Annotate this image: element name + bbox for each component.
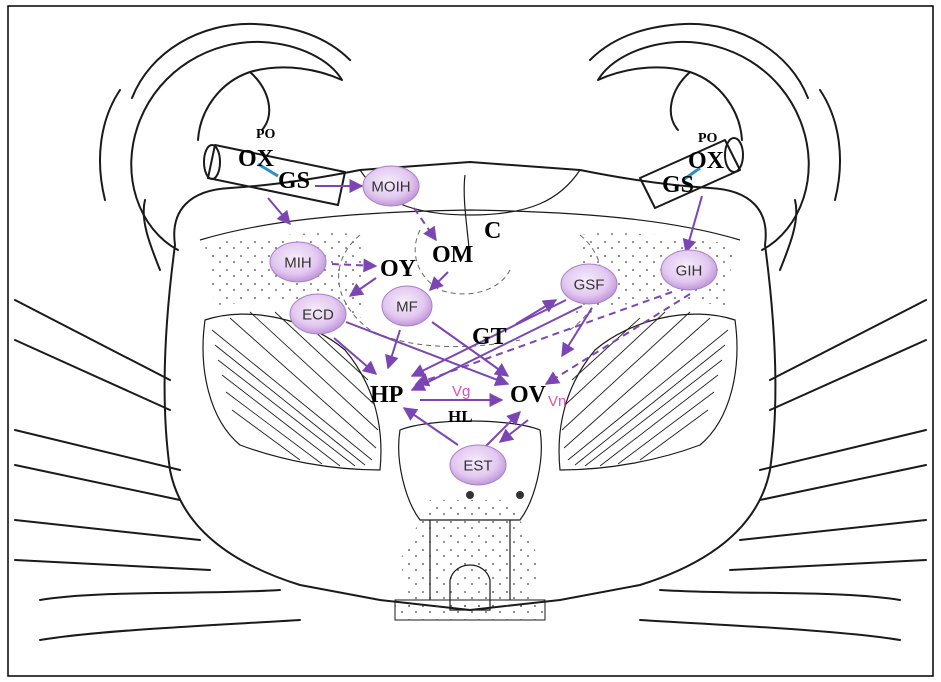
node-mih: MIH xyxy=(270,242,326,282)
node-mih-label: MIH xyxy=(284,255,312,272)
node-ecd-label: ECD xyxy=(302,307,334,324)
label-gs-left: GS xyxy=(278,168,310,194)
node-est: EST xyxy=(450,445,506,485)
node-gsf: GSF xyxy=(561,264,617,304)
label-vg: Vg xyxy=(452,383,470,400)
node-gih-label: GIH xyxy=(676,263,703,280)
node-moih: MOIH xyxy=(363,166,419,206)
label-ox-right: OX xyxy=(688,148,725,174)
node-ecd: ECD xyxy=(290,294,346,334)
node-mf: MF xyxy=(382,286,432,326)
label-oy: OY xyxy=(380,256,416,282)
label-ox-left: OX xyxy=(238,146,275,172)
node-est-label: EST xyxy=(463,458,492,475)
node-gih: GIH xyxy=(661,250,717,290)
node-gsf-label: GSF xyxy=(574,277,605,294)
node-mf-label: MF xyxy=(396,299,418,316)
label-gs-right: GS xyxy=(662,172,694,198)
label-po-left: PO xyxy=(256,127,276,142)
label-po-right: PO xyxy=(698,131,718,146)
label-ov: OV xyxy=(510,382,547,408)
label-om: OM xyxy=(432,242,473,268)
label-c: C xyxy=(484,218,501,244)
node-moih-label: MOIH xyxy=(371,179,410,196)
label-hl: HL xyxy=(448,407,473,426)
label-hp: HP xyxy=(370,382,403,408)
label-gt: GT xyxy=(472,324,507,350)
label-vn: Vn xyxy=(548,393,566,410)
